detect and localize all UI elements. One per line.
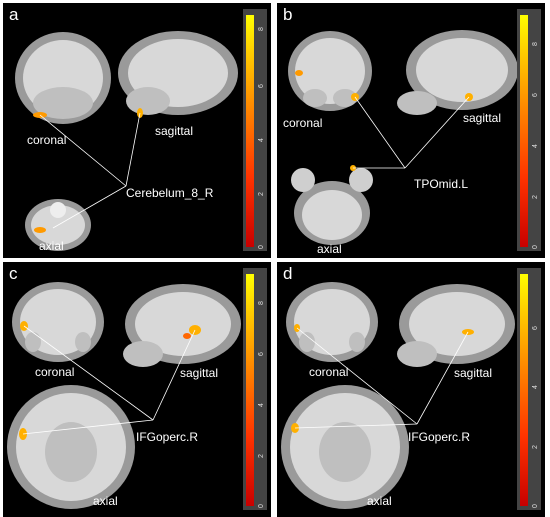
activation-blob xyxy=(34,227,46,233)
coronal-label: coronal xyxy=(309,365,349,379)
panel-d: d coronal sagittal axial IFGoperc.R 0 2 … xyxy=(277,262,545,517)
colorbar: 0 2 4 6 8 xyxy=(243,268,267,510)
panel-letter: d xyxy=(283,264,293,283)
leader-lines xyxy=(22,325,196,435)
colorbar-tick: 6 xyxy=(532,93,539,97)
colorbar-tick: 2 xyxy=(532,445,539,449)
activation-blob xyxy=(183,333,191,339)
panel-d-brain-views xyxy=(281,282,515,509)
coronal-label: coronal xyxy=(35,365,75,379)
leader-lines xyxy=(39,112,141,229)
colorbar: 0 2 4 6 xyxy=(517,268,541,510)
panel-letter: a xyxy=(9,5,19,24)
panel-letter: c xyxy=(9,264,18,283)
region-label: Cerebelum_8_R xyxy=(126,186,214,200)
region-label: TPOmid.L xyxy=(414,177,469,191)
colorbar-tick: 8 xyxy=(532,42,539,46)
panel-c-brain-views xyxy=(7,282,241,509)
panel-c: c coronal sagittal axial IFGoperc.R 0 2 … xyxy=(3,262,271,517)
axial-label: axial xyxy=(317,242,342,256)
sagittal-label: sagittal xyxy=(454,366,493,380)
colorbar-tick: 4 xyxy=(532,144,539,148)
leader-lines xyxy=(353,96,470,169)
colorbar-tick: 0 xyxy=(258,245,265,249)
activation-blob xyxy=(20,321,28,331)
colorbar-gradient xyxy=(520,15,528,247)
sagittal-label: sagittal xyxy=(155,124,194,138)
colorbar-tick: 6 xyxy=(258,352,265,356)
colorbar-gradient xyxy=(246,274,254,506)
region-label: IFGoperc.R xyxy=(408,430,471,444)
colorbar: 0 2 4 6 8 xyxy=(243,9,267,251)
panel-b-brain-views xyxy=(288,30,518,245)
colorbar-tick: 8 xyxy=(258,27,265,31)
panel-a: a coronal sagittal axial Cerebelum_8_R 0… xyxy=(3,3,271,258)
colorbar-tick: 0 xyxy=(532,504,539,508)
region-label: IFGoperc.R xyxy=(136,430,199,444)
leader-lines xyxy=(294,327,469,429)
axial-label: axial xyxy=(93,494,118,508)
panel-letter: b xyxy=(283,5,293,24)
axial-label: axial xyxy=(367,494,392,508)
colorbar-tick: 8 xyxy=(258,301,265,305)
colorbar-tick: 2 xyxy=(258,454,265,458)
colorbar-gradient xyxy=(520,274,528,506)
panel-b: b coronal sagittal axial TPOmid.L 0 2 4 … xyxy=(277,3,545,258)
coronal-label: coronal xyxy=(27,133,67,147)
colorbar-tick: 2 xyxy=(532,195,539,199)
colorbar-tick: 0 xyxy=(532,245,539,249)
colorbar-tick: 4 xyxy=(258,403,265,407)
coronal-label: coronal xyxy=(283,116,323,130)
activation-blob xyxy=(295,70,303,76)
sagittal-label: sagittal xyxy=(463,111,502,125)
colorbar-tick: 6 xyxy=(258,84,265,88)
colorbar-tick: 0 xyxy=(258,504,265,508)
panel-a-brain-views xyxy=(15,31,238,251)
sagittal-label: sagittal xyxy=(180,366,219,380)
colorbar-tick: 4 xyxy=(258,138,265,142)
axial-label: axial xyxy=(39,239,64,253)
colorbar-tick: 4 xyxy=(532,385,539,389)
colorbar-tick: 6 xyxy=(532,326,539,330)
colorbar-tick: 2 xyxy=(258,192,265,196)
colorbar: 0 2 4 6 8 xyxy=(517,9,541,251)
colorbar-gradient xyxy=(246,15,254,247)
